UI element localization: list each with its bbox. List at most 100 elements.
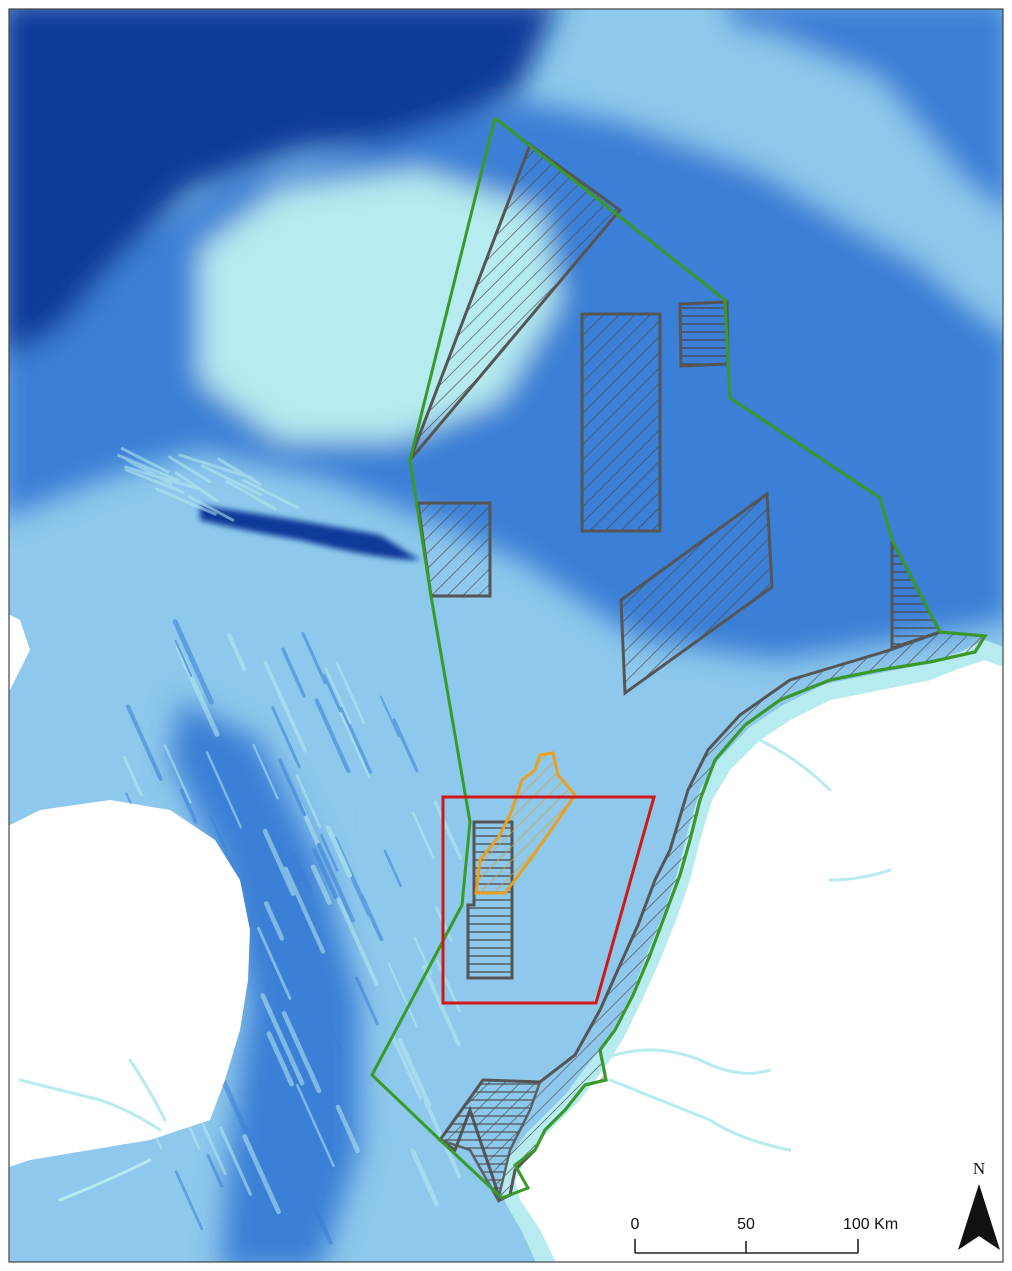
protected-zones bbox=[408, 142, 988, 1204]
sand-ridge bbox=[197, 1113, 227, 1175]
sand-ridge bbox=[226, 633, 247, 672]
sand-ridge bbox=[296, 1083, 335, 1168]
sand-ridge bbox=[256, 926, 292, 1000]
river bbox=[828, 868, 892, 882]
sand-ridge bbox=[390, 1034, 423, 1100]
sand-ridge bbox=[281, 647, 306, 698]
sand-ridge bbox=[325, 825, 353, 878]
sand-ridge bbox=[206, 1154, 224, 1188]
sand-ridge bbox=[263, 1087, 293, 1149]
sand-ridge bbox=[291, 853, 314, 896]
river bbox=[758, 738, 832, 792]
sand-ridge bbox=[225, 480, 277, 511]
sand-ridge bbox=[187, 495, 235, 522]
sand-ridge bbox=[252, 743, 279, 800]
sand-ridge bbox=[295, 774, 322, 829]
sand-ridge bbox=[217, 457, 262, 486]
river bbox=[58, 1158, 152, 1202]
sand-ridge bbox=[123, 465, 198, 490]
sand-ridge bbox=[278, 758, 307, 817]
sand-ridge bbox=[281, 1011, 322, 1094]
study-area-outline bbox=[441, 795, 656, 1005]
sand-ridge bbox=[323, 674, 342, 713]
sand-ridge bbox=[280, 932, 300, 973]
sand-ridge bbox=[335, 1104, 360, 1154]
sand-ridge bbox=[324, 667, 352, 724]
scale-bar: 0 50 100 Km bbox=[631, 1216, 898, 1254]
rivers bbox=[18, 738, 892, 1202]
river bbox=[598, 1048, 772, 1075]
sand-ridge bbox=[314, 698, 351, 774]
sand-ridge bbox=[205, 751, 242, 829]
land-england-north bbox=[9, 614, 30, 691]
zone-dogger-bank-hatched bbox=[408, 142, 623, 461]
sand-ridge bbox=[260, 993, 305, 1086]
land-east-anglia bbox=[9, 800, 250, 1167]
sand-ridge bbox=[312, 988, 342, 1051]
sand-ridge bbox=[120, 447, 170, 474]
zone-orange-hatched bbox=[474, 751, 577, 895]
sand-ridge bbox=[387, 962, 418, 1028]
eez-boundary-line bbox=[370, 116, 988, 1200]
map-frame bbox=[8, 8, 1004, 1263]
sand-ridge bbox=[383, 849, 403, 888]
land-continent bbox=[515, 660, 1003, 1262]
zone-central-rectangle bbox=[580, 312, 662, 533]
sand-ridge bbox=[411, 811, 435, 860]
land bbox=[9, 614, 1003, 1262]
sand-ridge bbox=[124, 468, 185, 494]
sand-ridge bbox=[242, 1134, 281, 1215]
sand-ridge bbox=[316, 842, 355, 923]
sand-ridge bbox=[283, 866, 326, 954]
sand-ridge bbox=[392, 718, 419, 773]
sand-ridge bbox=[359, 893, 384, 942]
north-arrow-label: N bbox=[973, 1159, 985, 1178]
sand-ridge bbox=[355, 976, 379, 1026]
sand-ridge bbox=[172, 619, 214, 705]
sand-ridge bbox=[397, 1038, 432, 1108]
sand-ridge bbox=[297, 1172, 333, 1245]
sand-ridge bbox=[168, 455, 212, 484]
sand-ridge bbox=[379, 695, 400, 738]
scale-label-100: 100 Km bbox=[843, 1216, 898, 1233]
sand-ridge bbox=[320, 833, 339, 872]
sand-ridge bbox=[335, 661, 366, 725]
sand-ridge bbox=[174, 639, 193, 677]
sand-ridge bbox=[179, 788, 198, 824]
sand-ridge bbox=[209, 816, 235, 868]
sand-ridge bbox=[340, 706, 373, 774]
zone-southeast-parallelogram bbox=[619, 491, 774, 696]
sand-ridge bbox=[242, 478, 300, 510]
scale-label-50: 50 bbox=[737, 1216, 755, 1233]
scale-label-0: 0 bbox=[631, 1216, 640, 1233]
sand-ridge bbox=[174, 471, 219, 503]
sand-ridge bbox=[301, 631, 327, 685]
sand-ridge bbox=[302, 936, 323, 977]
sand-ridge bbox=[266, 1031, 294, 1087]
sand-ridge bbox=[421, 964, 461, 1047]
river bbox=[128, 1058, 167, 1122]
sand-ridge bbox=[269, 928, 310, 1016]
sand-ridge bbox=[155, 487, 217, 516]
sand-ridge bbox=[269, 1159, 311, 1247]
zone-small-horizontal bbox=[678, 300, 730, 368]
sand-ridge bbox=[178, 453, 253, 480]
sand-ridge bbox=[267, 1102, 296, 1162]
sand-ridge bbox=[122, 755, 143, 797]
sand-ridge bbox=[312, 847, 338, 900]
river bbox=[608, 1078, 792, 1152]
north-arrow: N bbox=[958, 1159, 1000, 1250]
sand-ridge bbox=[410, 1148, 439, 1207]
sand-ridge bbox=[163, 744, 192, 804]
sand-ridge bbox=[263, 901, 285, 941]
sand-ridge bbox=[219, 1126, 253, 1196]
sand-ridge bbox=[174, 1170, 204, 1231]
sand-ridge bbox=[271, 706, 301, 769]
sand-ridge bbox=[336, 705, 371, 779]
zone-south-corner bbox=[437, 1078, 542, 1204]
sand-ridge bbox=[262, 828, 296, 896]
sand-ridge bbox=[433, 800, 463, 861]
north-arrow-icon bbox=[958, 1184, 1000, 1250]
river bbox=[18, 1078, 162, 1132]
